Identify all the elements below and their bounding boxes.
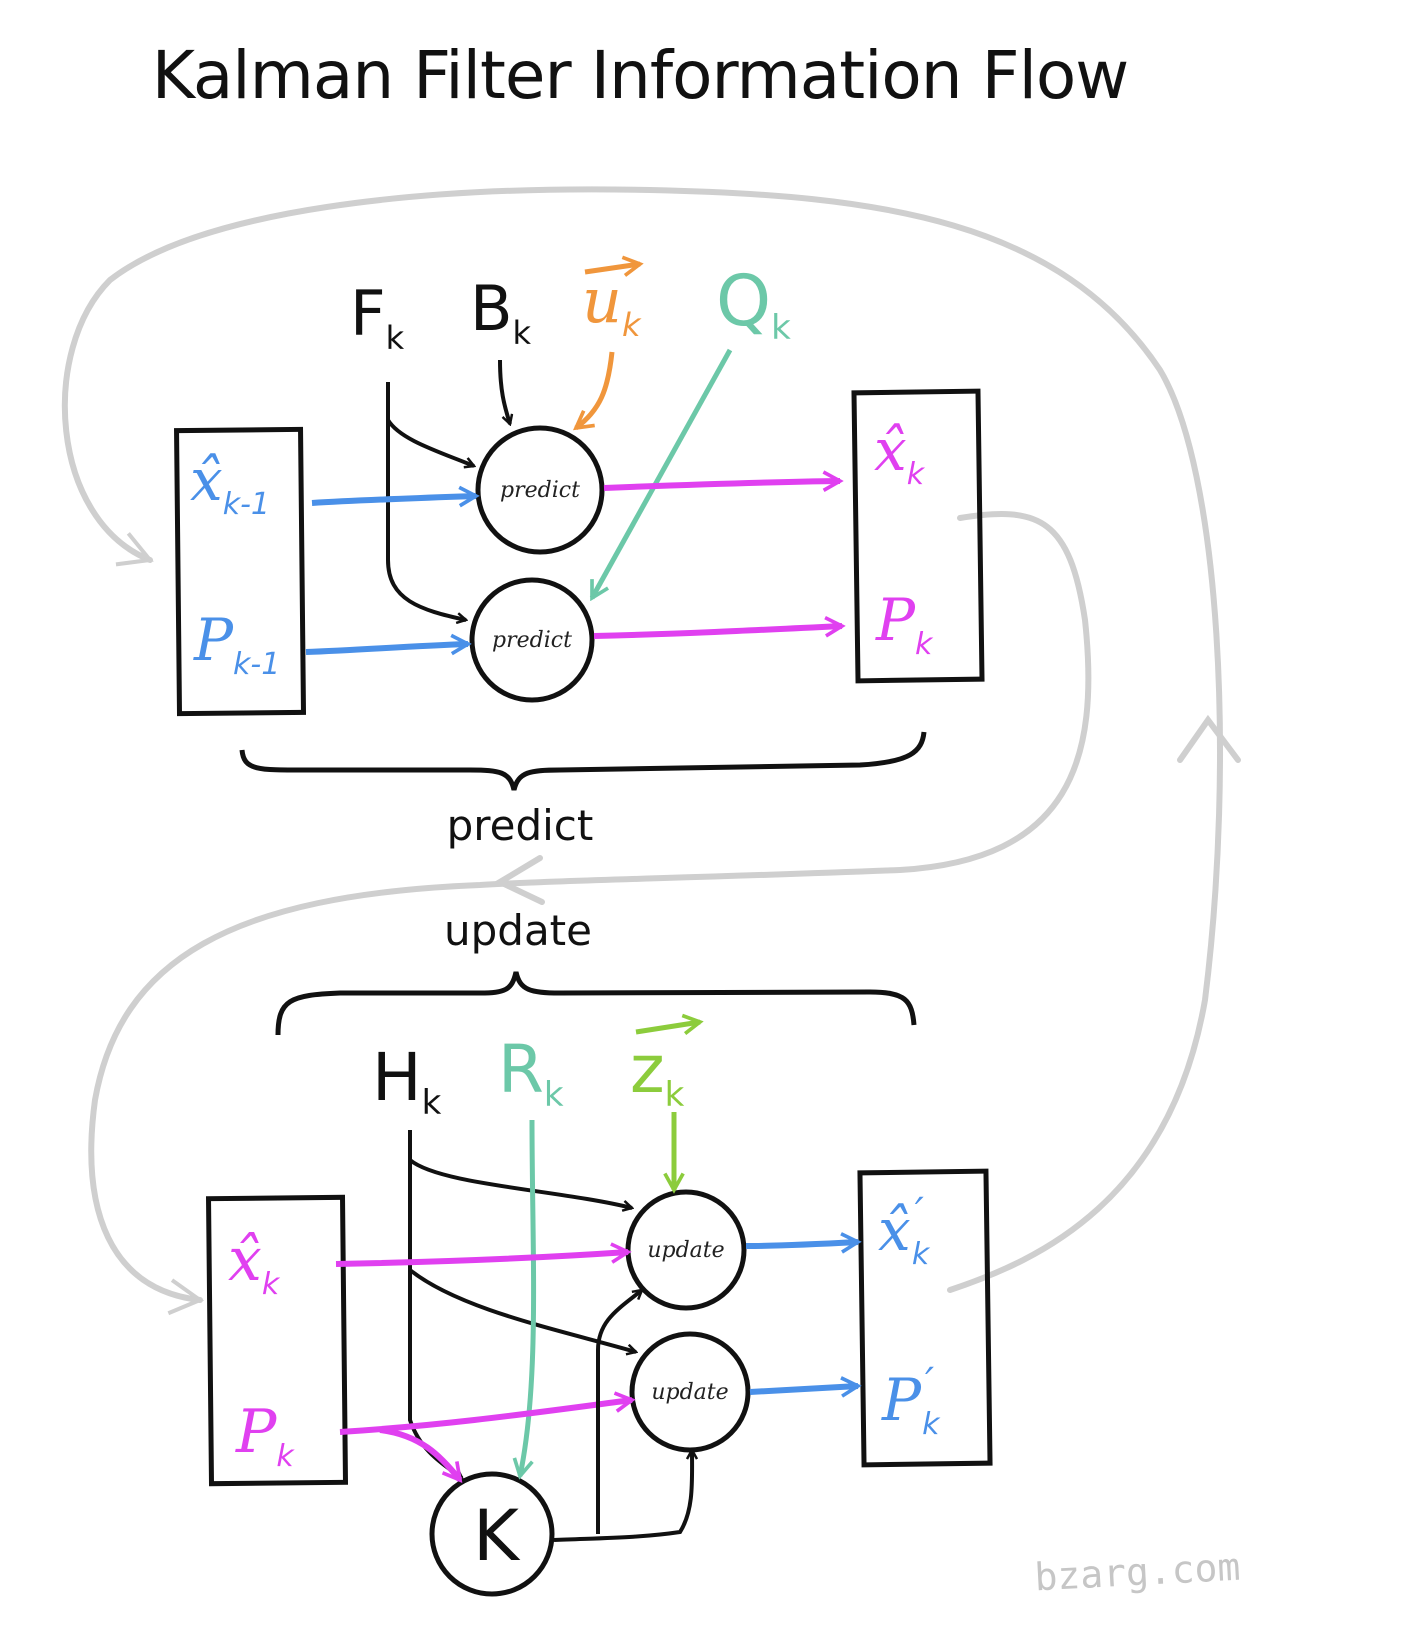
update-brace-label: update <box>444 906 592 955</box>
svg-text:K: K <box>473 1495 521 1577</box>
diagram-title: Kalman Filter Information Flow <box>152 37 1129 114</box>
middle-loop-arrow <box>88 511 1092 1316</box>
x-to-update-arrow <box>335 1252 628 1267</box>
predict-left-state-box <box>174 426 307 717</box>
x-prev-to-predict-arrow <box>311 496 476 503</box>
predict-node-state: predict <box>475 425 605 555</box>
predict-to-x-arrow <box>603 481 840 488</box>
update-to-x-arrow <box>745 1242 858 1246</box>
F-to-predict-arrows <box>386 382 466 620</box>
label-H-k: Hk <box>372 1039 442 1123</box>
u-to-predict-arrow <box>576 351 615 428</box>
u-vector-arrow <box>584 264 640 272</box>
label-F-k: Fk <box>350 277 405 357</box>
label-P-k-predict: Pk <box>875 586 934 662</box>
update-right-state-box <box>857 1168 993 1468</box>
label-x-hat-k-predict: x̂k <box>874 416 926 492</box>
P-to-update-arrow <box>339 1400 632 1435</box>
outer-loop-arrow <box>62 186 1223 1293</box>
P-to-gain-arrow <box>379 1427 460 1480</box>
label-x-hat-k-prime: x̂′k <box>878 1190 931 1272</box>
update-brace <box>275 971 917 1036</box>
update-to-P-arrow <box>749 1386 858 1392</box>
predict-brace-label: predict <box>447 801 594 850</box>
label-B-k: Bk <box>470 272 532 352</box>
loop-arrows <box>62 186 1241 1316</box>
svg-text:update: update <box>647 1238 724 1263</box>
svg-text:predict: predict <box>492 628 572 653</box>
predict-node-covariance: predict <box>469 577 595 703</box>
B-to-predict-arrow <box>498 359 510 424</box>
predict-to-P-arrow <box>593 626 842 639</box>
z-vector-arrow <box>635 1022 700 1032</box>
label-Q-k: Qk <box>716 260 791 348</box>
gain-to-update-arrows <box>553 1450 692 1542</box>
label-z-k: zk <box>630 1031 685 1115</box>
label-P-k-in: Pk <box>235 1397 295 1474</box>
update-node-state: update <box>625 1189 747 1311</box>
R-to-gain-arrow <box>520 1119 537 1476</box>
update-stage: update x̂k Pk x̂′k P′k Hk Rk zk update u… <box>205 906 993 1597</box>
svg-text:predict: predict <box>500 478 580 503</box>
label-u-k: uk <box>582 264 642 344</box>
update-node-covariance: update <box>629 1331 751 1453</box>
predict-stage: x̂k-1 Pk-1 x̂k Pk Fk Bk uk Qk predict pr… <box>174 260 985 850</box>
label-P-k-minus-1: Pk-1 <box>193 606 280 682</box>
label-P-k-prime: P′k <box>881 1360 941 1442</box>
kalman-gain-node: K <box>429 1471 555 1597</box>
predict-brace <box>239 731 927 791</box>
predict-right-state-box <box>851 388 985 684</box>
P-prev-to-predict-arrow <box>305 644 468 652</box>
label-R-k: Rk <box>498 1031 564 1115</box>
label-x-hat-k-in: x̂k <box>228 1225 281 1302</box>
svg-text:update: update <box>651 1380 728 1405</box>
watermark-text: bzarg.com <box>1033 1545 1241 1600</box>
label-x-hat-k-minus-1: x̂k-1 <box>190 446 270 522</box>
Q-to-predict-arrow <box>589 348 733 598</box>
update-left-state-box <box>205 1194 349 1487</box>
